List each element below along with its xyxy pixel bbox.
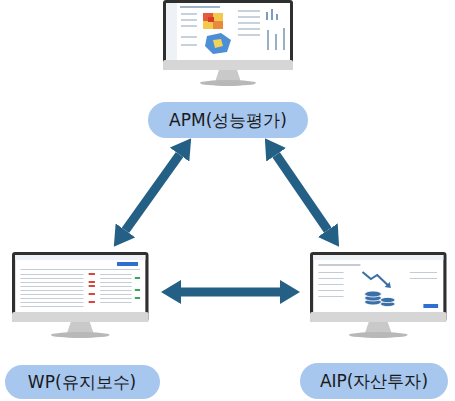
double-arrow [276, 155, 328, 230]
monitor-node: AIP(자산투자) [298, 245, 450, 400]
monitor-node: WP(유지보수) [5, 245, 163, 400]
monitor-node: APM(성능평가) [148, 0, 308, 140]
monitor-aip [310, 252, 447, 338]
node-label: APM(성능평가) [169, 110, 287, 130]
monitor-wp [12, 252, 149, 338]
node-label: AIP(자산투자) [320, 371, 428, 391]
label-pill: AIP(자산투자) [300, 363, 448, 399]
label-pill: WP(유지보수) [5, 365, 160, 399]
label-pill: APM(성능평가) [148, 102, 308, 138]
monitor-apm [163, 0, 293, 86]
double-arrow [125, 155, 179, 231]
double-arrow [181, 287, 280, 296]
node-label: WP(유지보수) [28, 372, 136, 392]
